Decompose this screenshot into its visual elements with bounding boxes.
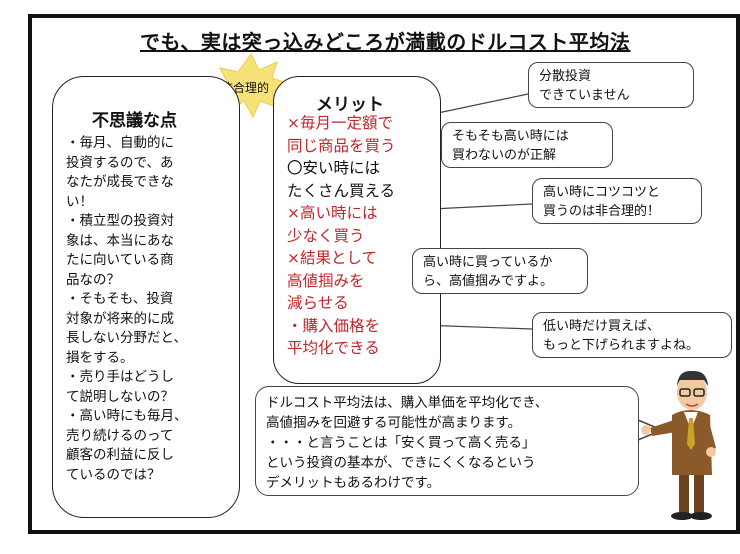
merit-line: ・購入価格を <box>287 316 381 335</box>
merit-line: 少なく買う <box>287 226 365 245</box>
curious-points-box <box>52 76 240 518</box>
curious-points-heading: 不思議な点 <box>92 111 177 131</box>
callout-line: もっと下げられますよね。 <box>543 338 700 353</box>
list-item: ・高い時にも毎月、 <box>66 408 188 424</box>
merit-line: ×高い時には <box>287 204 378 222</box>
merit-line: ×毎月一定額で <box>287 114 393 132</box>
merit-list: ×毎月一定額で 同じ商品を買う 〇安い時には たくさん買える ×高い時には 少な… <box>287 112 396 360</box>
list-item: なたが成長できな <box>66 174 174 190</box>
list-item: 象は、本当にあな <box>66 232 174 249</box>
callout-line: 分散投資 <box>539 69 592 84</box>
curious-points-list: ・毎月、自動的に 投資するので、あ なたが成長できな い！ ・積立型の投資対 象… <box>66 134 236 485</box>
list-item: 顧客の利益に反し <box>66 447 174 463</box>
list-item: ているのでは？ <box>66 466 161 483</box>
summary-line: という投資の基本が、できにくくなるという <box>266 455 536 471</box>
list-item: ・そもそも、投資 <box>66 291 174 307</box>
list-item: ・積立型の投資対 <box>66 213 174 229</box>
summary-line: ドルコスト平均法は、購入単価を平均化でき、 <box>266 395 549 411</box>
list-item: 投資するので、あ <box>66 154 174 171</box>
merit-heading: メリット <box>316 95 384 115</box>
callout-line: 低い時だけ買えば、 <box>543 319 661 334</box>
summary-line: 高値掴みを回避する可能性が高まります。 <box>266 415 522 431</box>
callout-buying-high: 高い時に買っているか ら、高値掴みですよ。 <box>412 248 588 294</box>
merit-line: 同じ商品を買う <box>287 136 396 155</box>
page-title: でも、実は突っ込みどころが満載のドルコスト平均法 <box>140 30 631 54</box>
merit-line: ×結果として <box>287 249 378 267</box>
callout-buy-low: 低い時だけ買えば、 もっと下げられますよね。 <box>532 312 732 358</box>
callout-line: 高い時に買っているか <box>423 255 553 270</box>
list-item: ・売り手はどうし <box>66 369 174 385</box>
callout-line: ら、高値掴みですよ。 <box>423 274 554 289</box>
callout-dont-buy-high: そもそも高い時には 買わないのが正解 <box>441 122 613 168</box>
merit-line: たくさん買える <box>287 181 396 200</box>
list-item: 売り続けるのって <box>66 427 174 444</box>
merit-line: 平均化できる <box>287 339 380 357</box>
list-item: て説明しないの？ <box>66 388 174 405</box>
summary-line: デメリットもあるわけです。 <box>266 475 441 491</box>
callout-irrational: 高い時にコツコツと 買うのは非合理的！ <box>532 178 702 224</box>
list-item: ・毎月、自動的に <box>66 135 174 151</box>
callout-diversification: 分散投資 できていません <box>528 62 694 108</box>
callout-line: 高い時にコツコツと <box>543 185 661 200</box>
list-item: 品なの？ <box>66 271 120 288</box>
callout-line: そもそも高い時には <box>452 129 569 144</box>
list-item: 損をする。 <box>66 349 134 366</box>
merit-line: 〇安い時には <box>287 159 381 177</box>
callout-line: 買うのは非合理的！ <box>543 204 661 219</box>
list-item: 長しない分野だと、 <box>66 330 187 346</box>
presenter-figure <box>641 370 716 520</box>
merit-line: 高値掴みを <box>287 271 365 290</box>
merit-line: 減らせる <box>287 294 349 312</box>
list-item: 対象が将来的に成 <box>66 310 174 327</box>
list-item: い！ <box>66 193 93 210</box>
speech-bubble-summary: ドルコスト平均法は、購入単価を平均化でき、 高値掴みを回避する可能性が高まります… <box>255 386 639 496</box>
callout-line: できていません <box>539 88 630 103</box>
list-item: たに向いている商 <box>66 252 174 268</box>
merit-box <box>273 76 441 384</box>
summary-line: ・・・と言うことは「安く買って高く売る」 <box>266 435 536 451</box>
callout-line: 買わないのが正解 <box>452 148 557 163</box>
